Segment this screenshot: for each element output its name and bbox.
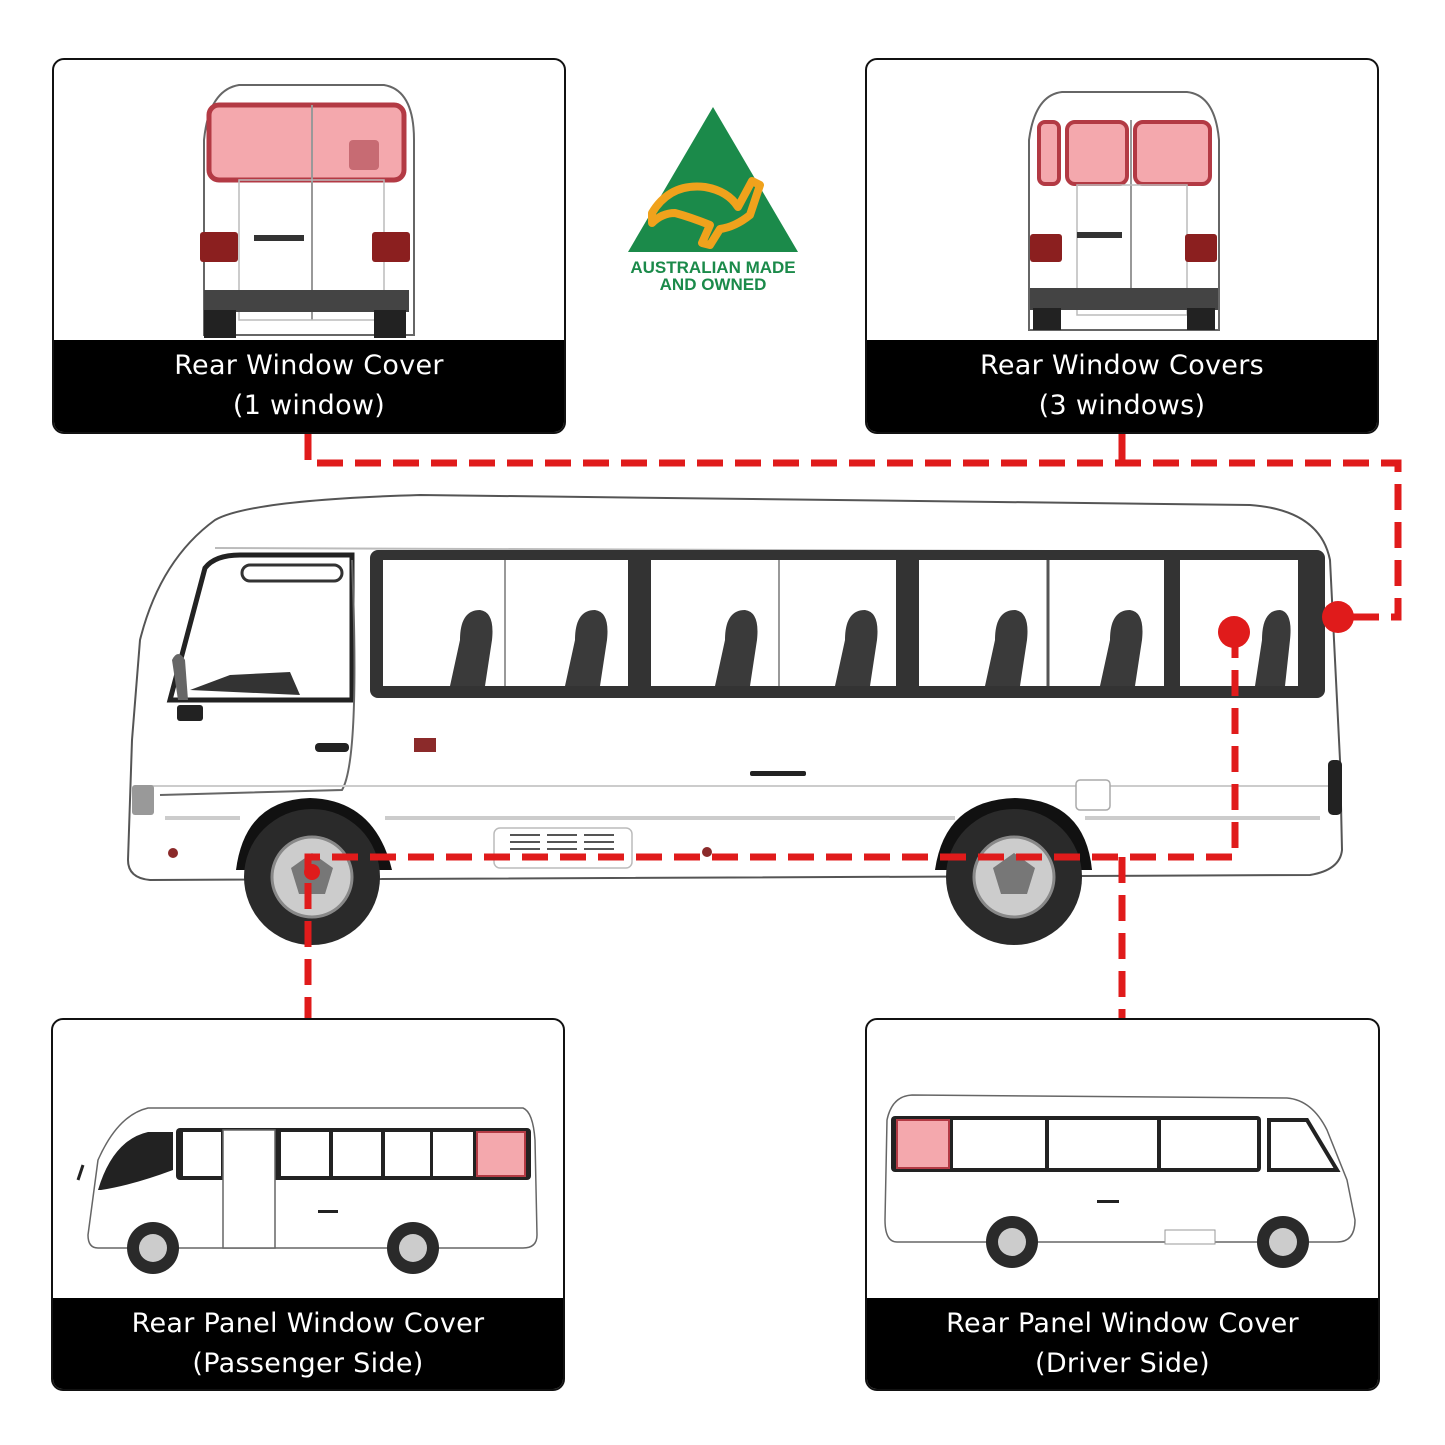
- kangaroo-icon: [648, 177, 764, 249]
- rear-view-bus-one-window: [200, 84, 415, 338]
- card-subtitle: (Passenger Side): [192, 1347, 424, 1379]
- card-subtitle: (1 window): [232, 390, 386, 421]
- card-title: Rear Panel Window Cover: [131, 1307, 485, 1339]
- wheel-connector-dot: [304, 864, 320, 880]
- badge-line-1: AUSTRALIAN MADE: [630, 258, 795, 277]
- rear-connector-dot: [1322, 601, 1354, 633]
- card-title: Rear Window Covers: [980, 350, 1264, 381]
- australian-made-badge: AUSTRALIAN MADE AND OWNED: [628, 107, 798, 294]
- card-subtitle: (Driver Side): [1034, 1347, 1211, 1379]
- rear-view-bus-three-windows: [1028, 91, 1220, 331]
- main-bus-side-view: [126, 493, 1344, 945]
- rear-window-covers-card[interactable]: Rear Window Covers (3 windows): [865, 58, 1379, 434]
- card-title: Rear Panel Window Cover: [946, 1307, 1299, 1339]
- panel-connector-dot: [1218, 616, 1250, 648]
- bus-passenger-side-view: [76, 1107, 538, 1274]
- card-subtitle: (3 windows): [1038, 390, 1206, 421]
- card-title: Rear Window Cover: [174, 350, 444, 381]
- rear-panel-driver-side-card[interactable]: Rear Panel Window Cover (Driver Side): [865, 1018, 1380, 1391]
- badge-line-2: AND OWNED: [660, 275, 767, 294]
- kangaroo-triangle-icon: [628, 107, 798, 252]
- bus-driver-side-view: [884, 1094, 1356, 1268]
- rear-panel-passenger-side-card[interactable]: Rear Panel Window Cover (Passenger Side): [51, 1018, 565, 1391]
- connector-lines: [304, 434, 1402, 1018]
- rear-window-cover-card[interactable]: Rear Window Cover (1 window): [52, 58, 566, 434]
- seats: [450, 610, 1291, 686]
